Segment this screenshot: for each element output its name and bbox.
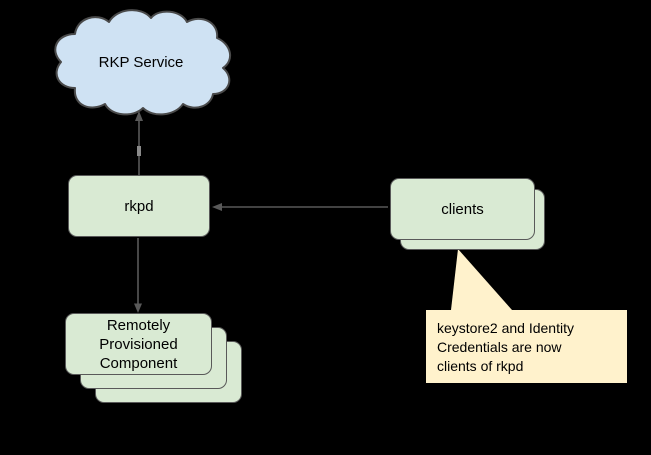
edge-midpoint-tick <box>137 146 141 156</box>
cloud-shape <box>54 9 232 116</box>
callout-line: keystore2 and Identity <box>437 320 574 336</box>
callout-tail <box>451 249 512 310</box>
node-rkpd: rkpd <box>68 175 210 237</box>
node-clients-label: clients <box>441 200 484 218</box>
arrowhead-left-icon <box>212 203 222 211</box>
node-clients: clients <box>390 178 535 240</box>
node-rkp-service-label: RKP Service <box>98 53 184 71</box>
arrowhead-down-icon <box>134 303 142 313</box>
callout-line: clients of rkpd <box>437 358 524 374</box>
edge-rkpd-to-rpc <box>134 238 142 313</box>
arrowhead-up-icon <box>135 111 143 121</box>
node-rpc-label: Remotely Provisioned Component <box>99 316 178 372</box>
node-rkpd-label: rkpd <box>124 197 154 215</box>
callout-note: keystore2 and Identity Credentials are n… <box>426 310 627 383</box>
callout-line: Credentials are now <box>437 339 562 355</box>
edge-clients-to-rkpd <box>212 203 388 211</box>
edge-rkpd-to-rkp-service <box>135 111 143 176</box>
node-rpc: Remotely Provisioned Component <box>65 313 212 375</box>
